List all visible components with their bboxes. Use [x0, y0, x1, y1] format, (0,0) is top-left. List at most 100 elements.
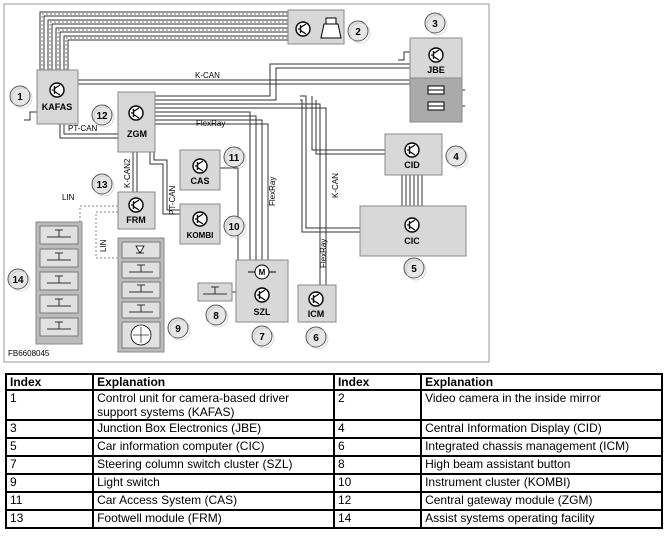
callout-7: 7: [251, 325, 275, 349]
legend-index: 12: [332, 491, 423, 511]
legend-header-index-1: Index: [4, 373, 95, 391]
jbe-module: JBE: [409, 37, 463, 123]
szl-label: SZL: [254, 307, 272, 317]
light-switch-panel: [117, 237, 165, 353]
table-row: 7 Steering column switch cluster (SZL) 8…: [4, 455, 663, 475]
legend-index: 1: [4, 389, 95, 421]
assist-operating-facility: [35, 221, 83, 345]
szl-module: M SZL: [235, 259, 289, 323]
legend-explanation: Control unit for camera-based driver sup…: [92, 389, 335, 421]
legend-index: 2: [332, 389, 423, 421]
legend-explanation: High beam assistant button: [420, 455, 663, 475]
legend-explanation: Assist systems operating facility: [420, 509, 663, 529]
callout-5: 5: [403, 257, 427, 281]
frm-module: FRM: [117, 191, 156, 230]
legend-header-explanation-2: Explanation: [420, 373, 663, 391]
flexray-vertical-label-1: FlexRay: [268, 177, 277, 206]
high-beam-assistant-button: [197, 282, 233, 302]
legend-index: 10: [332, 473, 423, 493]
jbe-label: JBE: [427, 65, 445, 75]
legend-explanation: Video camera in the inside mirror: [420, 389, 663, 421]
svg-text:12: 12: [96, 111, 108, 122]
flexray-horizontal-label: FlexRay: [196, 119, 225, 128]
svg-text:M: M: [259, 268, 266, 277]
kombi-module: KOMBI: [179, 203, 221, 245]
figure-code: FB6608045: [8, 349, 50, 358]
svg-text:14: 14: [12, 275, 24, 286]
legend-index: 13: [4, 509, 95, 529]
callout-12: 12: [91, 104, 115, 128]
callout-6: 6: [305, 326, 329, 350]
callout-3: 3: [424, 12, 448, 36]
legend-index: 11: [4, 491, 95, 511]
lin-horizontal-label: LIN: [62, 193, 75, 202]
callout-10: 10: [223, 215, 247, 239]
lin-vertical-label: LIN: [99, 239, 108, 252]
svg-text:3: 3: [432, 19, 438, 30]
callout-4: 4: [445, 145, 469, 169]
cas-label: CAS: [190, 176, 209, 186]
bus-labels: K-CAN PT-CAN FlexRay K-CAN2 PT-CAN FlexR…: [62, 71, 340, 268]
table-row: 9 Light switch 10 Instrument cluster (KO…: [4, 473, 663, 493]
svg-text:2: 2: [355, 27, 361, 38]
cid-label: CID: [404, 160, 420, 170]
table-row: 11 Car Access System (CAS) 12 Central ga…: [4, 491, 663, 511]
table-row: 5 Car information computer (CIC) 6 Integ…: [4, 437, 663, 457]
legend-explanation: Steering column switch cluster (SZL): [92, 455, 335, 475]
callout-11: 11: [223, 146, 247, 170]
kombi-label: KOMBI: [187, 231, 214, 240]
svg-text:8: 8: [213, 311, 219, 322]
legend-explanation: Central gateway module (ZGM): [420, 491, 663, 511]
legend-index: 14: [332, 509, 423, 529]
legend-table: Index Explanation Index Explanation 1 Co…: [4, 373, 663, 529]
legend-explanation: Central Information Display (CID): [420, 419, 663, 439]
legend-index: 9: [4, 473, 95, 493]
legend-header-row: Index Explanation Index Explanation: [4, 373, 663, 391]
legend-explanation: Car Access System (CAS): [92, 491, 335, 511]
callout-1: 1: [9, 85, 33, 109]
svg-text:1: 1: [17, 92, 23, 103]
legend-index: 5: [4, 437, 95, 457]
legend-explanation: Junction Box Electronics (JBE): [92, 419, 335, 439]
flexray-vertical-label-2: FlexRay: [319, 239, 328, 268]
icm-module: ICM: [297, 284, 337, 323]
callout-8: 8: [205, 304, 229, 328]
legend-index: 3: [4, 419, 95, 439]
legend-index: 6: [332, 437, 423, 457]
ptcan-left-label: PT-CAN: [68, 124, 98, 133]
legend-explanation: Integrated chassis management (ICM): [420, 437, 663, 457]
cas-module: CAS: [179, 149, 221, 191]
svg-text:7: 7: [259, 332, 265, 343]
kafas-label: KAFAS: [42, 102, 73, 112]
cid-module: CID: [384, 133, 443, 176]
legend-index: 8: [332, 455, 423, 475]
cic-module: CIC: [359, 205, 467, 257]
ptcan-mid-label: PT-CAN: [168, 185, 177, 215]
zgm-module: ZGM: [117, 91, 156, 153]
legend-header-index-2: Index: [332, 373, 423, 391]
kcan-right-label: K-CAN: [331, 173, 340, 198]
svg-text:4: 4: [453, 152, 459, 163]
callout-2: 2: [347, 20, 371, 44]
frm-label: FRM: [126, 215, 146, 225]
table-row: 13 Footwell module (FRM) 14 Assist syste…: [4, 509, 663, 529]
cic-label: CIC: [404, 236, 420, 246]
kafas-module: KAFAS: [36, 69, 79, 125]
svg-text:5: 5: [411, 264, 417, 275]
svg-text:11: 11: [229, 153, 240, 164]
legend-explanation: Instrument cluster (KOMBI): [420, 473, 663, 493]
svg-text:13: 13: [96, 180, 108, 191]
kcan-top-label: K-CAN: [195, 71, 220, 80]
table-row: 3 Junction Box Electronics (JBE) 4 Centr…: [4, 419, 663, 439]
svg-text:9: 9: [175, 324, 181, 335]
legend-index: 7: [4, 455, 95, 475]
legend-explanation: Light switch: [92, 473, 335, 493]
svg-text:6: 6: [313, 333, 319, 344]
svg-text:10: 10: [228, 222, 240, 233]
kcan2-label: K-CAN2: [123, 158, 132, 188]
legend-index: 4: [332, 419, 423, 439]
table-row: 1 Control unit for camera-based driver s…: [4, 389, 663, 421]
icm-label: ICM: [308, 309, 325, 319]
callout-14: 14: [7, 268, 31, 292]
legend-header-explanation-1: Explanation: [92, 373, 335, 391]
